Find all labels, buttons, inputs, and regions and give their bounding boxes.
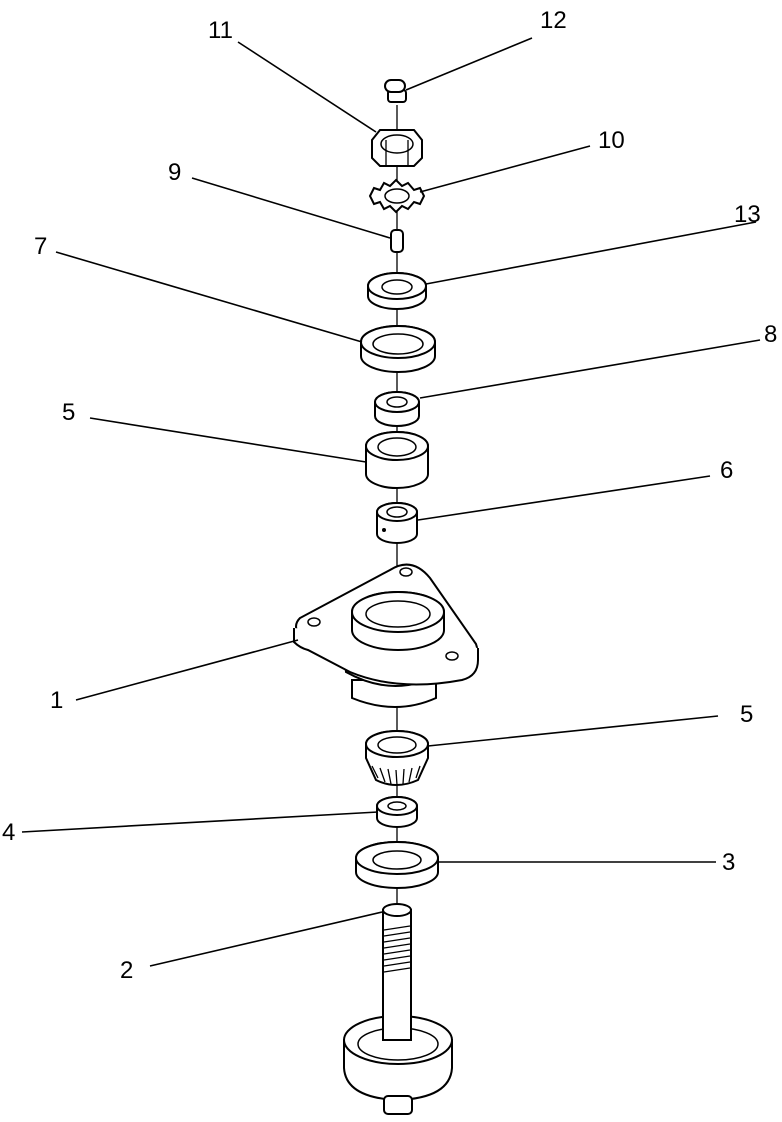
part-collar	[376, 502, 418, 544]
callout-7: 7	[34, 233, 47, 260]
callout-5-upper: 5	[62, 399, 75, 426]
leader-line-8	[419, 339, 761, 399]
part-bearing-upper	[365, 431, 429, 489]
callout-3: 3	[722, 849, 735, 876]
callout-8: 8	[764, 321, 777, 348]
leader-line-13	[425, 221, 757, 285]
leader-line-5a	[89, 417, 367, 463]
part-grease-fitting	[384, 79, 407, 103]
leader-line-12	[405, 37, 533, 91]
part-seal-ring	[360, 325, 436, 373]
callout-10: 10	[598, 127, 625, 154]
part-pin	[390, 229, 404, 253]
leader-line-5b	[427, 715, 719, 747]
leader-line-9	[191, 177, 391, 239]
part-washer-top	[367, 272, 427, 310]
leader-line-10	[419, 145, 591, 193]
callout-4: 4	[2, 819, 15, 846]
part-cone-spacer	[376, 796, 418, 828]
part-spacer	[374, 391, 420, 427]
callout-6: 6	[720, 457, 733, 484]
callout-9: 9	[168, 159, 181, 186]
callout-11: 11	[208, 17, 233, 44]
part-hex-nut	[371, 129, 423, 167]
part-spindle-shaft	[343, 903, 453, 1115]
part-flange-housing	[293, 563, 479, 708]
callout-1: 1	[50, 687, 63, 714]
leader-line-7	[55, 251, 363, 343]
callout-13: 13	[734, 201, 761, 228]
callout-5-lower: 5	[740, 701, 753, 728]
callout-2: 2	[120, 957, 133, 984]
leader-line-6	[417, 475, 711, 521]
leader-line-4	[21, 811, 379, 833]
part-washer-bottom	[355, 841, 439, 889]
part-lock-washer	[368, 178, 426, 214]
leader-line-2	[149, 911, 383, 967]
leader-line-11	[237, 41, 377, 133]
part-bearing-lower	[365, 730, 429, 786]
leader-line-1	[75, 639, 299, 701]
callout-12: 12	[540, 7, 567, 34]
